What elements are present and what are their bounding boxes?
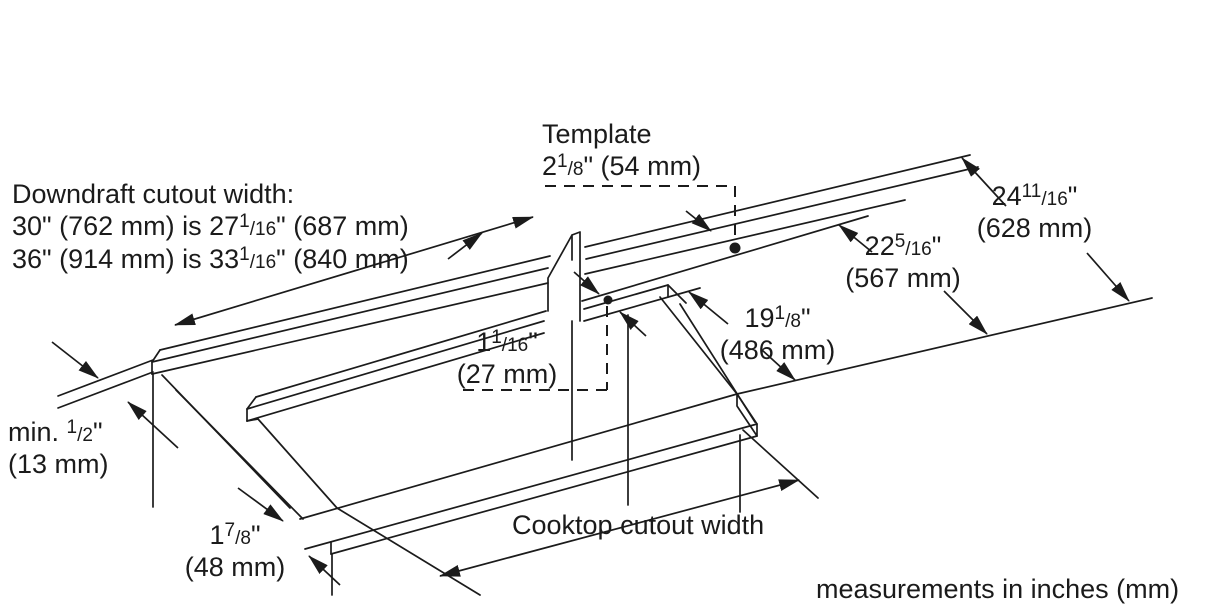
- dimension-label-486: 191/8" (486 mm): [719, 303, 836, 366]
- downdraft-note-heading: Downdraft cutout width:: [12, 179, 295, 209]
- dimension-label-567: 225/16" (567 mm): [845, 231, 961, 294]
- template-note-dimension: 21/8" (54 mm): [542, 151, 702, 182]
- downdraft-note-row-36: 36" (914 mm) is 331/16" (840 mm): [12, 243, 409, 274]
- dimension-arrows: [51, 157, 1130, 586]
- dimension-label-48: 17/8" (48 mm): [184, 520, 286, 583]
- template-note: Template 21/8" (54 mm): [542, 118, 701, 183]
- extension-lines: [152, 297, 1153, 596]
- left-rail-lines: [57, 359, 304, 520]
- downdraft-note-row-30: 30" (762 mm) is 271/16" (687 mm): [12, 211, 409, 242]
- template-note-title: Template: [542, 119, 652, 149]
- dimension-label-628: 2411/16" (628 mm): [976, 181, 1093, 244]
- template-block: [547, 231, 581, 322]
- dimension-label-13: min. 1/2" (13 mm): [8, 417, 109, 480]
- template-alignment-dots: [603, 242, 741, 305]
- cooktop-cutout-width-label: Cooktop cutout width: [512, 510, 765, 540]
- dimension-label-27: 11/16" (27 mm): [456, 327, 558, 390]
- dashed-leader-lines: [455, 185, 736, 391]
- cooktop-cutout-edges: [257, 296, 738, 520]
- downdraft-cutout-note: Downdraft cutout width: 30" (762 mm) is …: [12, 178, 409, 275]
- measurements-footnote: measurements in inches (mm): [816, 574, 1180, 604]
- spacer-strip-lines: [246, 215, 869, 422]
